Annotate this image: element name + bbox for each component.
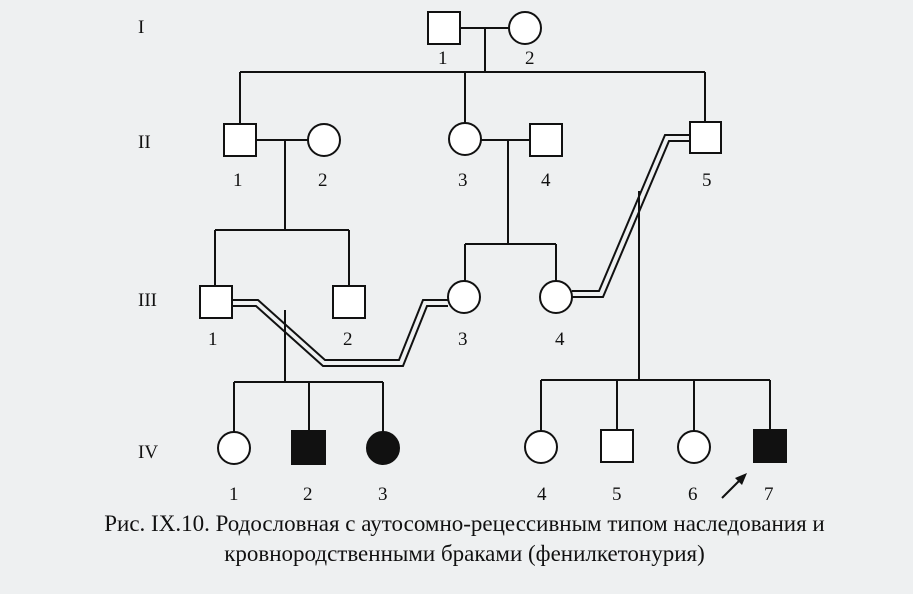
generation-label-III: III xyxy=(138,290,157,311)
individual-number: 2 xyxy=(525,48,535,69)
female-symbol xyxy=(447,280,481,314)
individual-IV-2: 2 xyxy=(291,430,326,505)
individual-IV-1: 1 xyxy=(217,431,251,505)
male-symbol xyxy=(529,123,563,157)
proband-arrow-icon xyxy=(721,473,747,499)
individual-number: 6 xyxy=(688,484,698,505)
individual-number: 2 xyxy=(318,170,328,191)
individual-IV-5: 5 xyxy=(600,429,634,505)
individual-III-2: 2 xyxy=(332,285,366,350)
generation-label-IV: IV xyxy=(138,442,158,463)
individual-I-2: 2 xyxy=(508,11,542,69)
individual-number: 4 xyxy=(537,484,547,505)
female-symbol xyxy=(539,280,573,314)
individual-number: 1 xyxy=(438,48,448,69)
affected-female-symbol xyxy=(366,431,400,465)
affected-male-symbol xyxy=(753,429,787,463)
individual-I-1: 1 xyxy=(427,11,461,69)
figure-caption-line-1: Рис. IX.10. Родословная с аутосомно-реце… xyxy=(104,511,825,536)
female-symbol xyxy=(677,430,711,464)
generation-label-I: I xyxy=(138,17,144,38)
individual-number: 5 xyxy=(702,170,712,191)
figure-caption-line-2: кровнородственными браками (фенилкетонур… xyxy=(224,541,705,566)
individual-number: 3 xyxy=(378,484,388,505)
individual-IV-7: 7 xyxy=(753,429,787,505)
male-symbol xyxy=(223,123,257,157)
individual-number: 1 xyxy=(233,170,243,191)
individual-number: 7 xyxy=(764,484,774,505)
male-symbol xyxy=(427,11,461,45)
individual-number: 3 xyxy=(458,329,468,350)
individual-IV-6: 6 xyxy=(677,430,711,505)
individual-IV-4: 4 xyxy=(524,430,558,505)
female-symbol xyxy=(508,11,542,45)
male-symbol xyxy=(332,285,366,319)
individual-number: 4 xyxy=(555,329,565,350)
male-symbol xyxy=(600,429,634,463)
affected-male-symbol xyxy=(291,430,326,465)
individual-number: 4 xyxy=(541,170,551,191)
individual-III-1: 1 xyxy=(199,285,233,350)
individual-number: 5 xyxy=(612,484,622,505)
female-symbol xyxy=(524,430,558,464)
female-symbol xyxy=(217,431,251,465)
individual-IV-3: 3 xyxy=(366,431,400,505)
individual-number: 3 xyxy=(458,170,468,191)
individual-II-5: 5 xyxy=(689,121,722,191)
individual-number: 2 xyxy=(303,484,313,505)
pedigree-lines xyxy=(214,27,771,432)
female-symbol xyxy=(448,122,482,156)
individual-number: 2 xyxy=(343,329,353,350)
male-symbol xyxy=(689,121,722,154)
individual-III-4: 4 xyxy=(539,280,573,350)
female-symbol xyxy=(307,123,341,157)
pedigree-chart: I II III IV xyxy=(138,11,787,505)
individual-II-2: 2 xyxy=(307,123,341,191)
individual-III-3: 3 xyxy=(447,280,481,350)
individual-II-4: 4 xyxy=(529,123,563,191)
generation-label-II: II xyxy=(138,132,151,153)
individual-number: 1 xyxy=(229,484,239,505)
individual-number: 1 xyxy=(208,329,218,350)
individual-II-3: 3 xyxy=(448,122,482,191)
individual-II-1: 1 xyxy=(223,123,257,191)
male-symbol xyxy=(199,285,233,319)
